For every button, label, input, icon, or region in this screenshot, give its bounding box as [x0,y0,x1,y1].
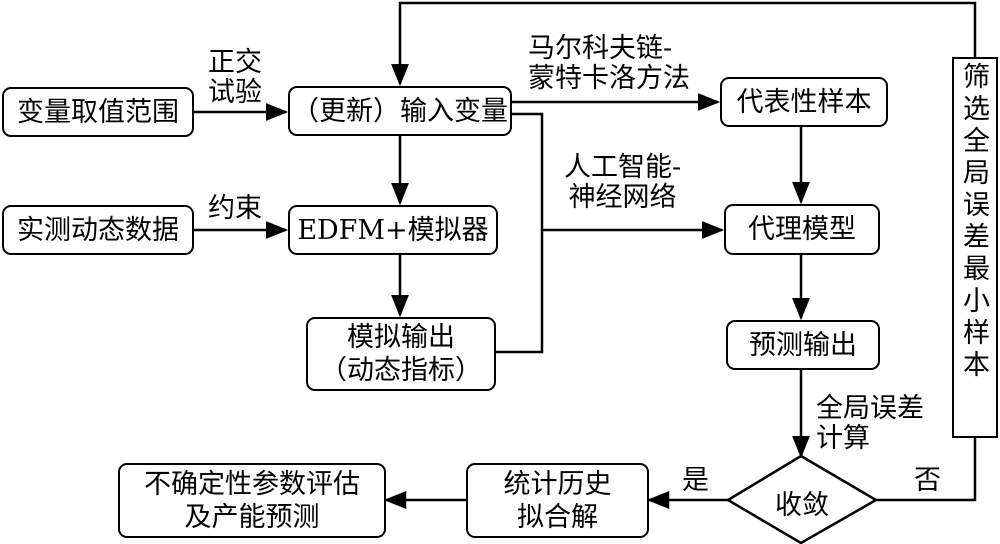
history-fit-text: 统计历史 拟合解 [503,468,612,533]
update-input-box: （更新）输入变量 [288,86,512,136]
ai-neural-network-label: 人工智能- 神经网络 [564,152,682,213]
measured-data-box: 实测动态数据 [2,205,194,255]
yes-label: 是 [682,465,709,496]
simulation-output-text: 模拟输出 （动态指标） [320,322,482,386]
screen-min-error-text: 筛选全局误差最小样本 [963,62,990,381]
constraint-label: 约束 [208,193,262,224]
prediction-output-text: 预测输出 [749,329,857,361]
measured-data-text: 实测动态数据 [17,214,179,246]
line-decision-to-screen [876,438,977,502]
arrow-to-proxy [495,112,544,354]
no-label: 否 [914,465,941,496]
simulation-output-box: 模拟输出 （动态指标） [306,317,496,391]
representative-samples-text: 代表性样本 [736,86,872,118]
orthogonal-test-label: 正交 试验 [208,47,262,108]
edfm-simulator-box: EDFM+模拟器 [288,205,498,255]
proxy-model-text: 代理模型 [748,214,856,245]
prediction-output-box: 预测输出 [726,320,880,370]
uncertainty-evaluation-text: 不确定性参数评估 及产能预测 [144,468,360,533]
update-input-text: （更新）输入变量 [292,95,508,127]
variable-range-box: 变量取值范围 [2,87,194,137]
arrow-loop-to-input [391,1,977,87]
global-error-label: 全局误差 计算 [816,393,924,454]
proxy-model-box: 代理模型 [724,204,880,255]
convergence-label: 收敛 [775,490,829,521]
history-fit-box: 统计历史 拟合解 [466,463,649,538]
variable-range-text: 变量取值范围 [17,96,179,128]
edfm-simulator-text: EDFM+模拟器 [297,214,489,246]
representative-samples-box: 代表性样本 [720,77,888,127]
uncertainty-evaluation-box: 不确定性参数评估 及产能预测 [118,463,386,538]
screen-min-error-box: 筛选全局误差最小样本 [952,57,998,438]
mcmc-label: 马尔科夫链- 蒙特卡洛方法 [528,33,690,94]
decision-diamond [725,454,879,544]
